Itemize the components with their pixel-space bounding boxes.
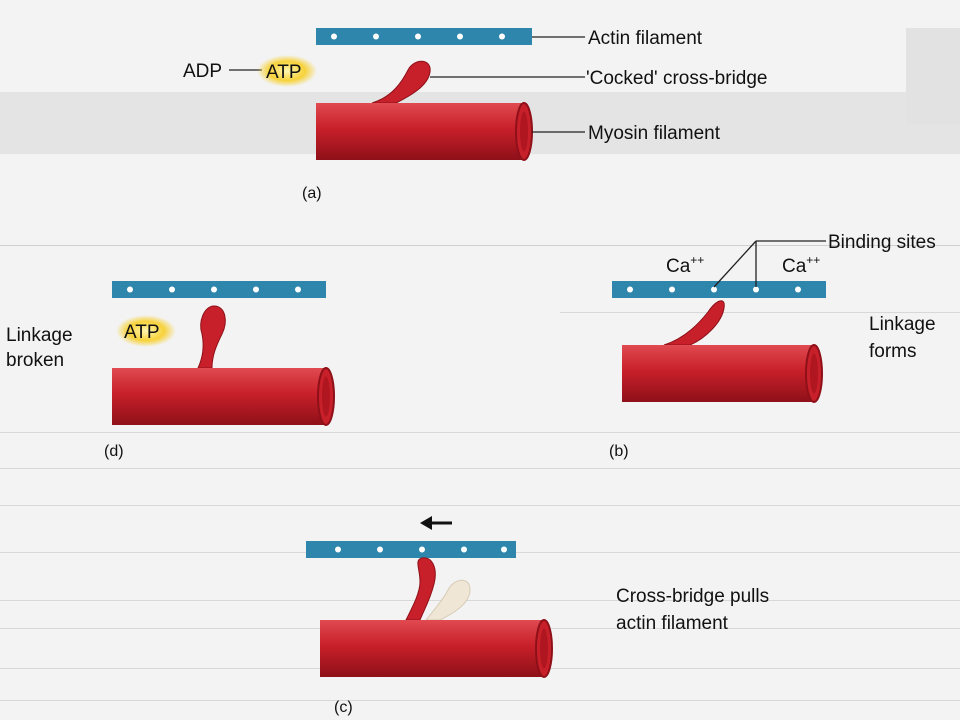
calcium-label: Ca++ [666,253,704,277]
attached-cross-bridge [663,300,725,346]
cocked-cross-bridge [371,60,431,104]
background-block [906,28,960,124]
pulling-cross-bridge [405,557,436,621]
actin-binding-dots [331,33,505,40]
panel-a-label: (a) [302,185,322,202]
actin-binding-dots [627,286,801,293]
atp-glow [257,55,317,87]
myosin-filament [316,103,524,160]
background-line [0,600,960,601]
actin-filament [612,281,826,298]
pull-direction-arrow-icon [420,516,432,530]
background-line [0,432,960,433]
myosin-end-inner [520,111,528,152]
myosin-end-inner [540,628,548,669]
background-line [0,505,960,506]
linkage-broken-label-1: Linkage [6,325,73,346]
background-line [0,700,960,701]
atp-label: ATP [266,62,302,83]
linkage-broken-label-2: broken [6,350,64,371]
cocked-cross-bridge-label: 'Cocked' cross-bridge [586,68,768,89]
calcium-label: Ca++ [782,253,820,277]
actin-binding-dots [127,286,301,293]
actin-filament [306,541,516,558]
linkage-forms-label-2: forms [869,341,917,362]
myosin-end-inner [322,376,330,417]
myosin-filament-label: Myosin filament [588,123,721,144]
atp-glow [116,315,176,347]
previous-cross-bridge-position [424,579,471,621]
background-line [560,312,960,313]
myosin-filament [112,368,326,425]
panel-a: Actin filament 'Cocked' cross-bridge ADP… [183,28,768,202]
panel-c-label: (c) [334,699,353,716]
actin-filament [316,28,532,45]
binding-sites-label: Binding sites [828,232,936,253]
panel-d-label: (d) [104,443,124,460]
binding-site-leader [713,240,757,288]
panel-c: Cross-bridge pulls actin filament (c) [306,516,769,716]
actin-binding-dots [335,546,507,553]
adp-label: ADP [183,61,222,82]
panel-b-label: (b) [609,443,629,460]
pulls-label-1: Cross-bridge pulls [616,586,769,607]
panel-b: Binding sites Ca++ Ca++ Linkage forms (b… [609,232,936,460]
myosin-filament [320,620,544,677]
linkage-forms-label-1: Linkage [869,314,936,335]
actin-filament-label: Actin filament [588,28,703,49]
pulls-label-2: actin filament [616,613,729,634]
panel-d: ATP Linkage broken (d) [6,281,335,460]
myosin-end-inner [810,353,818,394]
actin-filament [112,281,326,298]
myosin-filament [622,345,814,402]
detached-cross-bridge [197,305,226,369]
background-divider [0,245,960,246]
background-line [0,468,960,469]
atp-label: ATP [124,322,160,343]
